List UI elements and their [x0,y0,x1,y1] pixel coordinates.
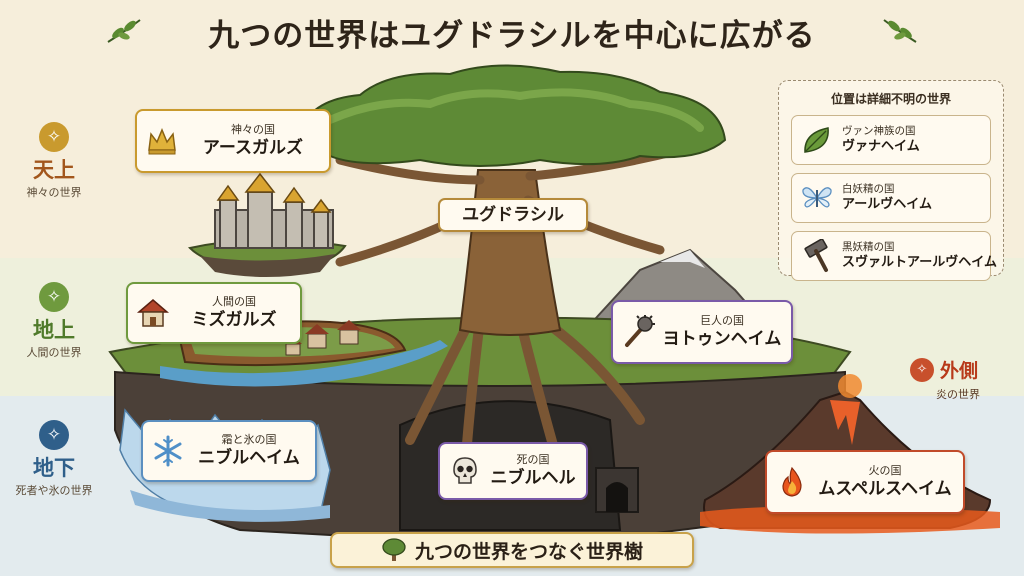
tier-earth: ✧ 地上 人間の世界 [0,282,108,360]
yggdrasil-label: ユグドラシル [438,198,588,232]
hammer-icon [804,239,828,272]
tier-name: 天上 [33,158,75,182]
outer-tier-label: ✧ 外側 炎の世界 [910,356,1010,402]
outer-name: 外側 [940,360,979,382]
world-name: ヨトゥンヘイム [662,329,782,349]
world-name: アースガルズ [202,138,304,158]
tree-roots [405,313,645,475]
world-subtitle: 黒妖精の国 [842,241,895,253]
world-name: ヴァナヘイム [842,139,920,154]
world-card-svartalfheim: 黒妖精の国 スヴァルトアールヴヘイム [791,231,997,281]
flame-icon [782,466,802,497]
world-name: ミズガルズ [191,310,277,330]
world-card-alfheim: 白妖精の国 アールヴヘイム [791,173,991,223]
footer-banner: 九つの世界をつなぐ世界樹 [330,532,694,568]
club-icon [625,315,655,347]
world-subtitle: 人間の国 [212,295,256,308]
world-subtitle: 白妖精の国 [842,183,895,195]
world-name: スヴァルトアールヴヘイム [842,255,997,270]
sparkle-icon: ✧ [910,357,934,382]
world-card-muspelheim: 火の国 ムスペルスヘイム [765,450,965,514]
tree-icon [382,538,406,561]
world-name: アールヴヘイム [842,197,932,212]
tier-heaven: ✧ 天上 神々の世界 [0,122,108,200]
world-card-vanaheim: ヴァン神族の国 ヴァナヘイム [791,115,991,165]
tier-underworld: ✧ 地下 死者や氷の世界 [0,420,108,498]
sparkle-icon: ✧ [39,122,69,152]
world-subtitle: ヴァン神族の国 [842,125,916,137]
unknown-location-panel: 位置は詳細不明の世界 ヴァン神族の国 ヴァナヘイム 白妖精の国 アールヴヘイム [778,80,1004,281]
world-card-jotunheim: 巨人の国 ヨトゥンヘイム [611,300,793,364]
snowflake-icon [154,435,182,467]
leaf-icon [804,127,829,153]
tier-name: 地上 [33,318,75,342]
butterfly-icon [802,187,832,208]
world-subtitle: 巨人の国 [700,314,744,327]
world-card-midgard: 人間の国 ミズガルズ [126,282,302,344]
river [160,340,448,387]
leaf-sprig-icon-right [883,19,917,43]
panel-heading: 位置は詳細不明の世界 [830,92,951,106]
tier-subtitle: 神々の世界 [26,186,82,199]
sparkle-icon: ✧ [39,420,69,450]
tree-trunk [458,169,562,336]
world-name: ニブルヘル [490,468,576,488]
skull-icon [453,457,477,484]
world-name: ニブルヘイム [198,448,300,468]
outer-subtitle: 炎の世界 [936,388,980,401]
world-card-niflhel: 死の国 ニブルヘル [438,442,588,500]
tree-canopy [298,64,727,167]
tier-subtitle: 死者や氷の世界 [15,484,93,497]
world-card-niflheim: 霜と氷の国 ニブルヘイム [141,420,317,482]
world-subtitle: 神々の国 [231,123,275,136]
world-subtitle: 霜と氷の国 [221,433,277,446]
tree-branches [335,145,685,267]
house-icon [136,299,170,327]
page-title: 九つの世界はユグドラシルを中心に広がる [208,18,816,54]
world-subtitle: 死の国 [516,453,550,466]
world-name: ムスペルスヘイム [818,479,952,499]
world-card-asgard: 神々の国 アースガルズ [135,109,331,173]
sparkle-icon: ✧ [39,282,69,312]
tier-subtitle: 人間の世界 [26,346,82,359]
tier-name: 地下 [33,456,75,480]
leaf-sprig-icon-left [107,19,141,43]
footer-text: 九つの世界をつなぐ世界樹 [414,540,643,563]
world-subtitle: 火の国 [868,464,902,477]
crown-icon [148,128,176,155]
